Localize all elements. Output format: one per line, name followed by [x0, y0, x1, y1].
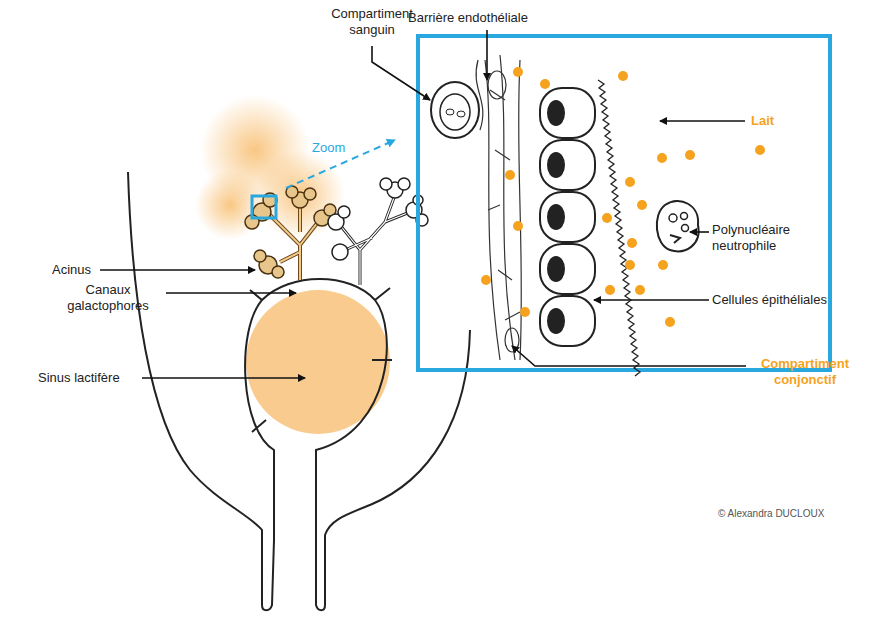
- copyright-note: © Alexandra DUCLOUX: [718, 508, 824, 521]
- part-label: Barrière endothéliale: [408, 10, 528, 26]
- part-label: Sinus lactifère: [38, 370, 120, 386]
- part-label: Compartiment sanguin: [322, 6, 422, 39]
- part-label: Compartiment conjonctif: [750, 356, 860, 389]
- zoom-label: Zoom: [312, 140, 345, 156]
- part-label: Polynucléaire neutrophile: [712, 222, 822, 255]
- part-label: Cellules épithéliales: [712, 292, 827, 308]
- part-label: Acinus: [52, 262, 91, 278]
- part-label: Lait: [751, 113, 774, 129]
- part-label: Canaux galactophores: [52, 282, 164, 315]
